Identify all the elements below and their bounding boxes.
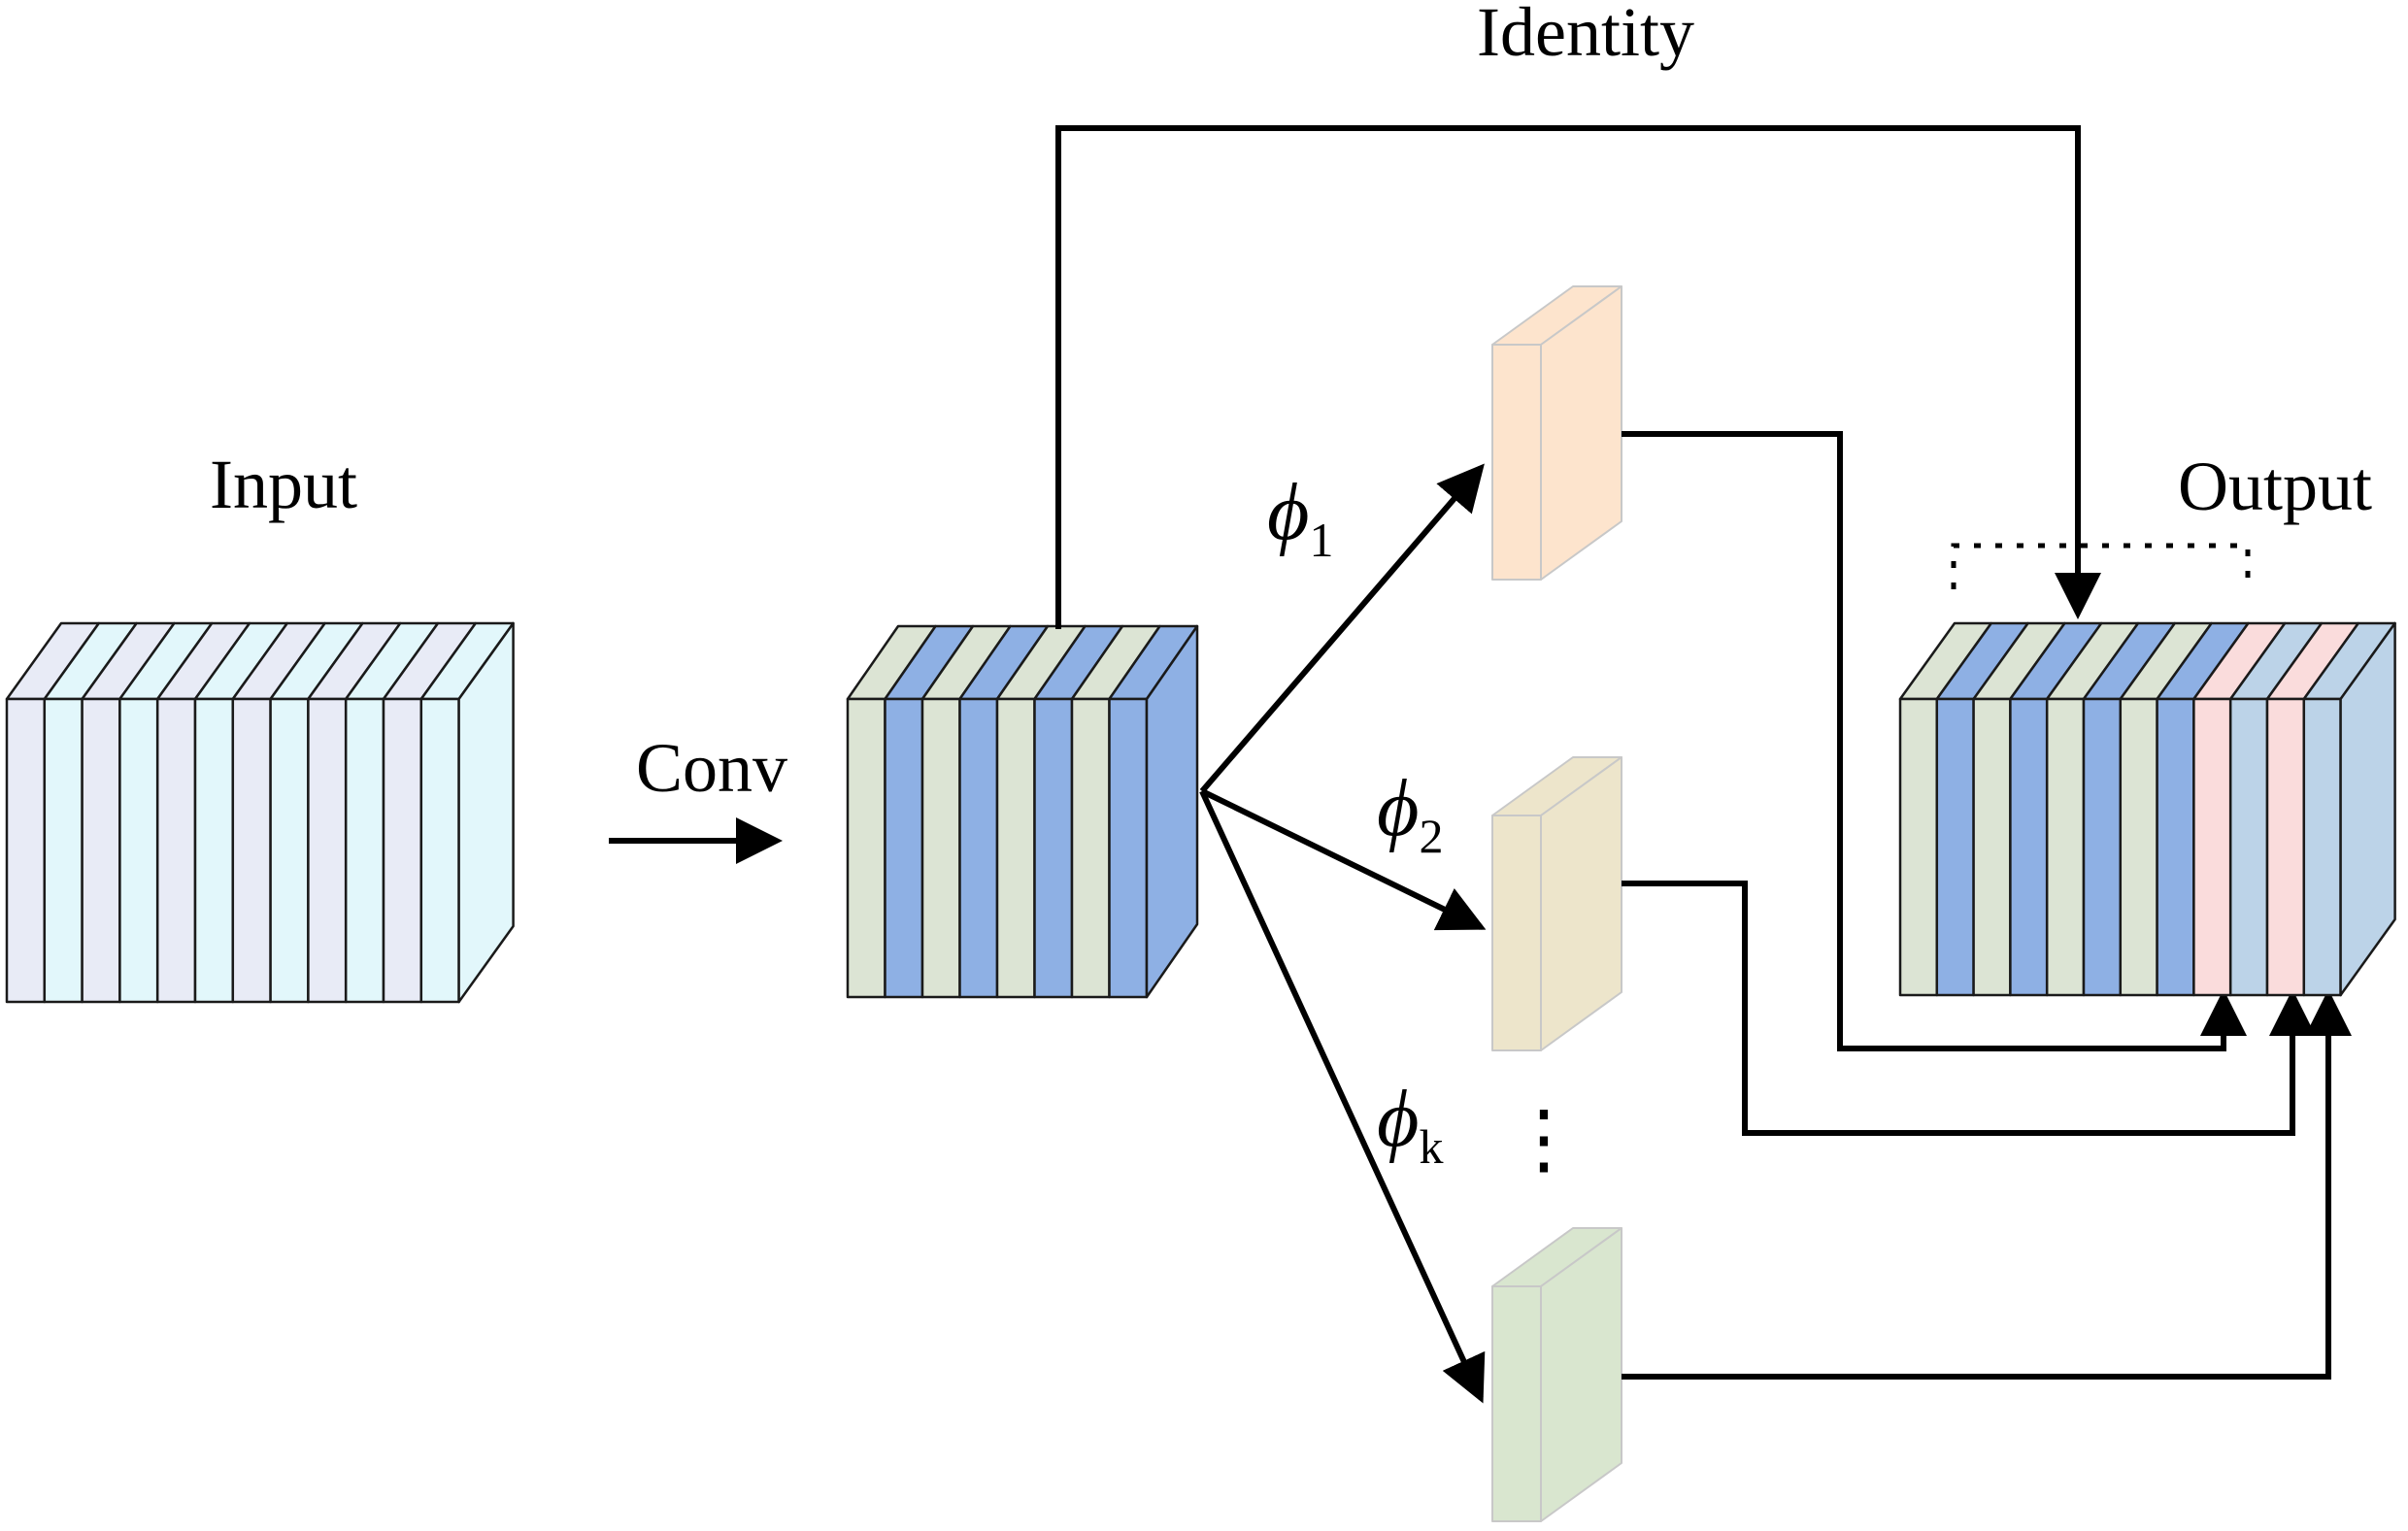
ghost-2-connector xyxy=(1622,881,2316,1136)
conv-label: Conv xyxy=(636,729,787,807)
output-slice-11-front xyxy=(2265,697,2306,997)
phi-2-label: ϕ2 xyxy=(1377,763,1443,863)
ghost-map-1-front xyxy=(1491,344,1542,581)
input-slice-11-front xyxy=(382,697,423,1004)
phi-1-label: ϕ1 xyxy=(1267,467,1333,567)
input-feature-maps xyxy=(5,621,515,1004)
ghost-map-2-side xyxy=(1540,756,1622,1051)
intrinsic-slice-7-front xyxy=(1070,697,1111,999)
intrinsic-slice-8-front xyxy=(1108,697,1149,999)
input-slice-10-front xyxy=(344,697,385,1004)
ghost-map-1 xyxy=(1491,285,1622,581)
ghost-map-2 xyxy=(1491,756,1622,1051)
intrinsic-slice-4-front xyxy=(958,697,999,999)
output-slice-2-front xyxy=(1935,697,1975,997)
output-slice-5-front xyxy=(2045,697,2086,997)
output-feature-maps xyxy=(1898,621,2396,997)
input-slice-6-front xyxy=(193,697,235,1004)
input-slice-7-front xyxy=(231,697,272,1004)
ghost-feature-maps xyxy=(1491,285,1622,1522)
input-label: Input xyxy=(210,446,357,523)
output-side xyxy=(2339,621,2396,997)
output-slice-9-front xyxy=(2192,697,2232,997)
output-slice-4-front xyxy=(2009,697,2049,997)
output-slice-3-front xyxy=(1972,697,2012,997)
output-slice-7-front xyxy=(2119,697,2158,997)
intrinsic-side xyxy=(1145,624,1199,999)
input-slice-2-front xyxy=(43,697,84,1004)
output-slice-12-front xyxy=(2302,697,2342,997)
input-slice-12-front xyxy=(419,697,460,1004)
ghost-map-k-side xyxy=(1540,1227,1622,1522)
phi-k-label: ϕk xyxy=(1377,1074,1443,1174)
phi-k-arrow xyxy=(1199,789,1486,1404)
input-side xyxy=(457,621,515,1004)
output-slice-10-front xyxy=(2228,697,2269,997)
identity-arrow xyxy=(1055,125,2101,629)
output-slice-8-front xyxy=(2156,697,2195,997)
ghost-map-k xyxy=(1491,1227,1622,1522)
output-slice-1-front xyxy=(1898,697,1939,997)
intrinsic-slice-5-front xyxy=(995,697,1036,999)
intrinsic-slice-6-front xyxy=(1033,697,1074,999)
ghost-ellipsis: ⋮ xyxy=(1505,1097,1583,1182)
ghost-map-2-front xyxy=(1491,815,1542,1051)
input-slice-3-front xyxy=(81,697,121,1004)
output-slice-6-front xyxy=(2082,697,2123,997)
phi-1-arrow xyxy=(1199,463,1485,793)
input-slice-5-front xyxy=(155,697,197,1004)
intrinsic-slice-3-front xyxy=(920,697,961,999)
input-slice-1-front xyxy=(5,697,47,1004)
intrinsic-slice-1-front xyxy=(846,697,886,999)
intrinsic-feature-maps xyxy=(846,624,1199,999)
identity-label: Identity xyxy=(1477,0,1694,71)
ghost-1-connector xyxy=(1622,431,2247,1051)
intrinsic-slice-2-front xyxy=(884,697,924,999)
output-dotted-bracket xyxy=(1951,543,2251,589)
phi-2-arrow xyxy=(1200,788,1487,931)
input-slice-4-front xyxy=(118,697,159,1004)
input-slice-9-front xyxy=(307,697,348,1004)
output-label: Output xyxy=(2178,448,2372,525)
ghost-k-connector xyxy=(1622,989,2352,1380)
input-slice-8-front xyxy=(269,697,310,1004)
ghost-map-k-front xyxy=(1491,1285,1542,1522)
ghost-map-1-side xyxy=(1540,285,1622,581)
